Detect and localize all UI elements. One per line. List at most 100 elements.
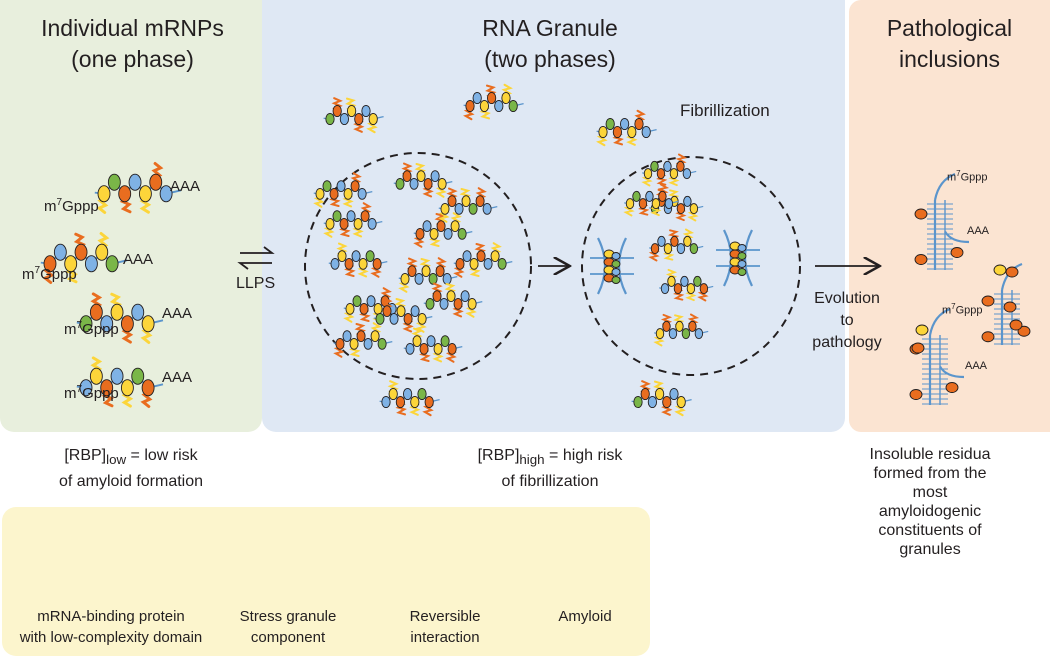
rbp-orange — [914, 208, 928, 220]
stress-granule-blue — [680, 275, 689, 287]
stress-granule-green — [332, 210, 342, 223]
stress-granule-blue — [128, 173, 142, 191]
rbp-orange — [676, 203, 686, 215]
rbp-orange — [359, 302, 369, 315]
amyloid-fibril — [716, 229, 760, 287]
stress-granule-green — [352, 295, 362, 308]
rbp-yellow — [686, 283, 696, 295]
stress-granule-component — [737, 252, 747, 260]
stress-granule-green — [365, 250, 375, 263]
rbp-yellow — [440, 202, 450, 215]
rna-granule-panel — [262, 0, 845, 432]
pathological-inclusion — [909, 307, 965, 405]
legend-box — [2, 507, 650, 656]
cap-label: m7Gppp — [942, 302, 983, 317]
rbp-orange — [403, 312, 413, 325]
rbp-orange — [435, 265, 445, 278]
stress-granule-green — [497, 257, 507, 270]
mrnp-molecule — [313, 172, 373, 208]
mrnp-molecule — [94, 162, 182, 214]
stress-granule-green — [417, 387, 427, 401]
amyloid-fibril — [590, 237, 634, 295]
mrnp-molecule — [641, 153, 697, 187]
rbp-orange — [120, 315, 134, 333]
rbp-orange — [100, 379, 114, 397]
stress-granule-blue — [84, 255, 98, 273]
mrnp-molecule — [333, 322, 393, 358]
mrnp-molecule — [398, 257, 458, 293]
mrnp-molecule — [648, 228, 704, 262]
fibrillization-label: Fibrillization — [680, 101, 770, 120]
rbp-orange — [419, 342, 429, 355]
llps-equilibrium-arrows — [237, 246, 275, 270]
rbp-yellow — [120, 379, 134, 397]
rbp-yellow — [598, 125, 608, 139]
stress-granule-blue — [410, 305, 420, 318]
legend-label-rbp: mRNA-binding protein with low-complexity… — [19, 608, 203, 646]
fibrillizing-droplet-circle — [581, 156, 801, 376]
stress-granule-blue — [339, 112, 350, 126]
stress-granule-blue — [110, 367, 124, 385]
rbp-orange — [658, 190, 667, 202]
individual-mrnps-panel — [0, 0, 262, 432]
stress-granule-blue — [414, 272, 424, 285]
mrnp-molecule — [76, 292, 164, 344]
stress-granule-blue — [346, 210, 356, 223]
rbp-orange — [432, 290, 442, 303]
rbp-orange — [640, 387, 650, 401]
rbp-yellow — [654, 387, 665, 401]
stress-granule-green — [425, 297, 435, 310]
rbp — [911, 342, 925, 354]
mrnp-molecule — [379, 380, 440, 417]
stress-granule-blue — [131, 303, 145, 321]
rbp-orange — [634, 117, 644, 131]
stress-granule-blue — [100, 315, 114, 333]
legend-label-stress-granule: Stress granule component — [239, 608, 337, 646]
stress-granule-component — [737, 268, 747, 276]
stress-granule-blue — [405, 342, 415, 355]
rbp — [1009, 319, 1023, 331]
rbp-orange — [339, 217, 349, 230]
rbp-orange — [447, 342, 457, 355]
rbp-yellow — [421, 265, 431, 278]
stress-granule-blue — [367, 217, 377, 230]
rbp-orange — [360, 210, 370, 223]
stress-granule-component — [611, 268, 621, 276]
stress-granule-green — [322, 180, 332, 193]
rbp-orange — [141, 379, 155, 397]
stress-granule-blue — [159, 185, 173, 203]
mrnp-molecules — [40, 83, 714, 417]
stress-granule-blue — [668, 328, 678, 340]
rbp-yellow — [416, 170, 426, 183]
stress-granule-blue — [472, 91, 482, 105]
rbp-yellow — [467, 297, 477, 310]
rbp-orange — [447, 195, 457, 208]
rbp-orange — [476, 250, 486, 263]
rbp-yellow — [683, 235, 692, 247]
rbp-yellow — [95, 243, 109, 261]
rbp — [1005, 266, 1019, 278]
rbp-orange — [382, 305, 392, 318]
rbp-yellow — [490, 250, 500, 263]
rbp-orange — [335, 337, 345, 350]
stress-granule-blue — [443, 227, 453, 240]
pathological-inclusions-title: Pathological inclusions — [886, 15, 1013, 72]
rbp-orange — [372, 257, 382, 270]
rbp-orange — [424, 395, 434, 409]
stress-granule-component — [611, 252, 621, 260]
rbp-orange — [662, 395, 672, 409]
rbp-yellow — [345, 302, 355, 315]
evolution-to-pathology-label: Evolution to pathology — [812, 290, 882, 351]
mrnp-molecule — [393, 162, 453, 198]
individual-mrnps-title: Individual mRNPs (one phase) — [41, 15, 224, 72]
rbp-orange — [436, 220, 446, 233]
stress-granule-blue — [79, 379, 93, 397]
rbp-orange — [662, 320, 671, 332]
rbp-yellow — [501, 91, 511, 105]
high-risk-caption: [RBP]high = high risk of fibrillization — [477, 447, 623, 491]
rbp-yellow — [429, 227, 439, 240]
stress-granule-blue — [683, 195, 692, 207]
stress-granule-blue — [363, 337, 373, 350]
rbp-yellow — [337, 250, 347, 263]
rbp-orange — [612, 125, 623, 139]
